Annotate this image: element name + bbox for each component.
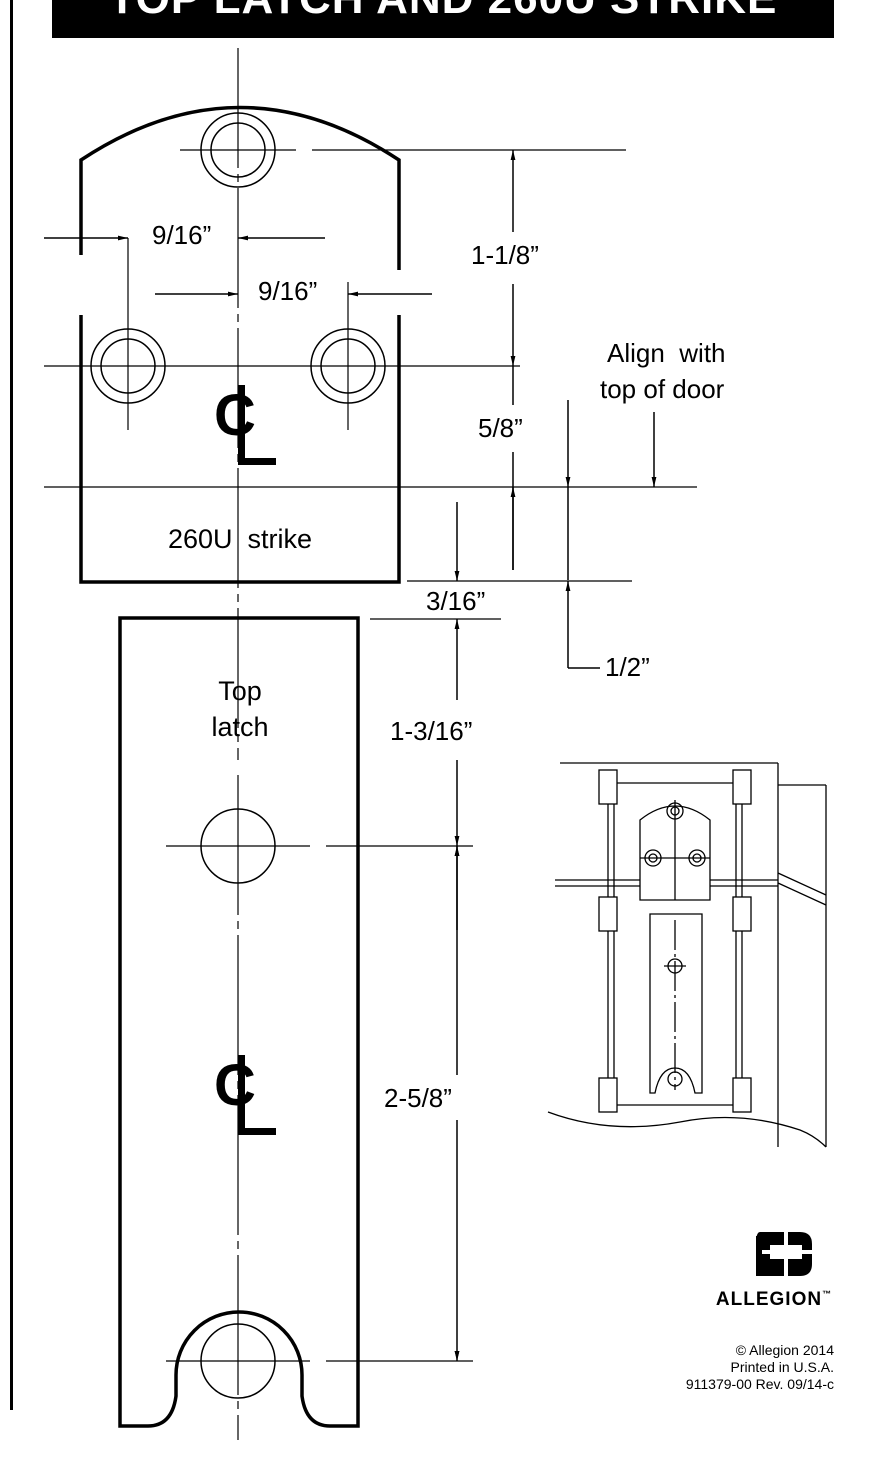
svg-text:C: C: [214, 383, 256, 448]
footer-printed: Printed in U.S.A.: [730, 1359, 835, 1375]
footer-copyright: © Allegion 2014: [735, 1342, 834, 1358]
latch-label-line1: Top: [218, 676, 262, 706]
dim-door-top-to-strike-bottom: 1/2”: [605, 652, 650, 682]
centerlines: [44, 48, 697, 1440]
dim-strike-to-latch-gap: 3/16”: [426, 586, 485, 616]
dimension-arrows: [44, 150, 657, 1361]
door-installation-detail: [547, 762, 827, 1148]
brand-trademark: ™: [822, 1289, 833, 1299]
svg-text:C: C: [214, 1053, 256, 1118]
note-align-line1: Align with: [607, 338, 726, 368]
dim-left-hole-offset: 9/16”: [152, 220, 211, 250]
dim-top-to-holes: 1-1/8”: [471, 240, 539, 270]
footer-doc-number: 911379-00 Rev. 09/14-c: [685, 1376, 834, 1392]
brand-wordmark: ALLEGION™: [712, 1289, 836, 1311]
centerline-symbol-latch: C: [214, 1053, 276, 1135]
strike-plate: [79, 105, 401, 584]
centerline-symbol-strike: C: [214, 383, 276, 465]
strike-outline: [79, 105, 401, 270]
dim-latch-top-to-hole: 1-3/16”: [390, 716, 472, 746]
strike-label: 260U strike: [168, 524, 312, 554]
dim-right-hole-offset: 9/16”: [258, 276, 317, 306]
latch-outline: [118, 616, 360, 1428]
brand-name: ALLEGION: [715, 1289, 823, 1310]
dim-hole-to-bottom-slot: 2-5/8”: [384, 1083, 452, 1113]
title-banner: TOP LATCH AND 260U STRIKE: [52, 0, 834, 38]
page-margin-rule: [10, 0, 13, 1410]
dim-holes-to-door-top: 5/8”: [478, 413, 523, 443]
page-title: TOP LATCH AND 260U STRIKE: [52, 0, 834, 24]
strike-outline-lower: [79, 315, 401, 584]
latch-label-line2: latch: [211, 712, 268, 742]
note-align-line2: top of door: [600, 374, 725, 404]
allegion-logo-icon: [756, 1232, 812, 1276]
footer: © Allegion 2014 Printed in U.S.A. 911379…: [686, 1342, 834, 1393]
